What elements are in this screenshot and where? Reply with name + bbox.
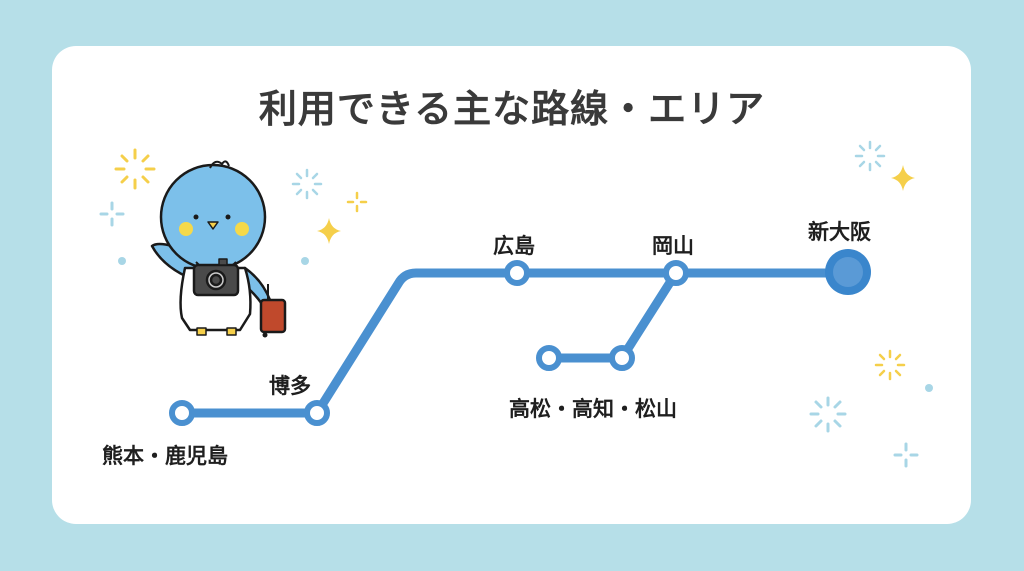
station-hiroshima[interactable] xyxy=(504,260,530,286)
dot-decoration xyxy=(925,384,933,392)
station-hakata[interactable] xyxy=(304,400,330,426)
station-label-okayama: 岡山 xyxy=(652,234,694,258)
sparkle-burst-icon xyxy=(291,168,323,200)
branch-line xyxy=(544,268,681,363)
plus-sparkle-icon xyxy=(99,201,125,227)
page-title: 利用できる主な路線・エリア xyxy=(258,87,766,131)
sparkle-burst-icon xyxy=(114,148,156,190)
station-shikoku-end[interactable] xyxy=(536,345,562,371)
station-takamatsu[interactable] xyxy=(609,345,635,371)
station-shin-osaka-inner xyxy=(833,257,863,287)
plus-sparkle-icon xyxy=(893,442,919,468)
station-label-hakata: 博多 xyxy=(269,374,311,398)
sparkle-burst-icon xyxy=(874,349,906,381)
station-label-kumamoto-kagoshima: 熊本・鹿児島 xyxy=(102,444,228,468)
dot-decoration xyxy=(301,257,309,265)
station-label-shin-osaka: 新大阪 xyxy=(808,220,871,244)
bird-mascot-icon xyxy=(150,160,287,338)
dot-decoration xyxy=(118,257,126,265)
station-label-hiroshima: 広島 xyxy=(493,234,535,258)
star-sparkle-icon xyxy=(891,165,915,191)
main-line xyxy=(177,268,853,418)
area-label-shikoku: 高松・高知・松山 xyxy=(509,397,677,421)
station-okayama[interactable] xyxy=(663,260,689,286)
station-kumamoto-kagoshima[interactable] xyxy=(169,400,195,426)
star-sparkle-icon xyxy=(317,218,341,244)
plus-sparkle-icon xyxy=(346,191,368,213)
sparkle-burst-icon xyxy=(854,140,886,172)
sparkle-burst-icon xyxy=(809,396,847,433)
